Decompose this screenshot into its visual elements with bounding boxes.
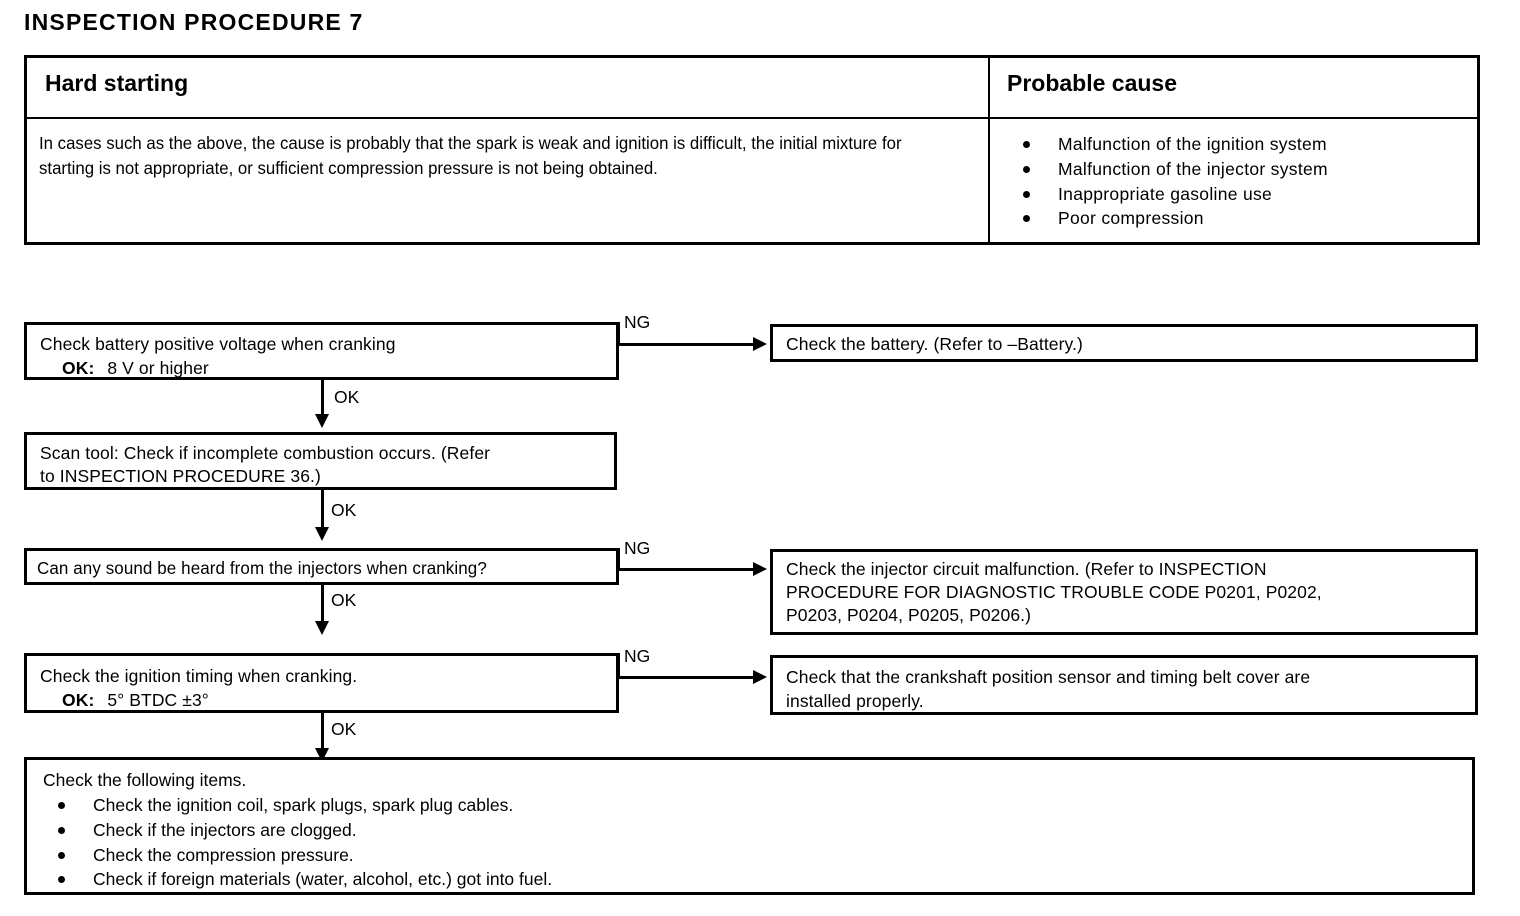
flow-ng-box-check-battery: Check the battery. (Refer to –Battery.) [770, 324, 1478, 362]
symptom-description-text: In cases such as the above, the cause is… [39, 133, 902, 178]
ng-connector-1-stub [617, 322, 620, 345]
flow-step-scan-tool: Scan tool: Check if incomplete combustio… [24, 432, 617, 490]
flow-ng-box-crankshaft-sensor-line2: installed properly. [786, 691, 924, 711]
flow-step-battery-voltage-line1: Check battery positive voltage when cran… [40, 334, 396, 354]
flow-step-battery-voltage: Check battery positive voltage when cran… [24, 322, 619, 380]
table-header-divider [27, 117, 1477, 119]
symptom-column-header: Hard starting [45, 70, 189, 96]
ok-connector-4-line [321, 713, 324, 755]
ok-label: OK: [62, 358, 95, 378]
symptom-table: Hard starting Probable cause In cases su… [24, 55, 1480, 245]
flow-ng-box-injector-circuit: Check the injector circuit malfunction. … [770, 549, 1478, 635]
flow-step-ignition-timing-ok: OK: 5° BTDC ±3° [40, 688, 209, 712]
ng-connector-2-arrowhead [753, 562, 767, 576]
ok-value: 8 V or higher [107, 358, 209, 378]
ng-label-2: NG [624, 538, 651, 558]
ng-label-3: NG [624, 646, 651, 666]
ok-label: OK: [62, 690, 95, 710]
flow-ng-box-injector-circuit-line1: Check the injector circuit malfunction. … [786, 559, 1267, 579]
ok-value: 5° BTDC ±3° [107, 690, 209, 710]
ok-label-4: OK [331, 719, 357, 739]
flow-ng-box-check-battery-line1: Check the battery. (Refer to –Battery.) [786, 334, 1083, 354]
ng-connector-3-stub [617, 653, 620, 679]
flow-ng-box-injector-circuit-line2: PROCEDURE FOR DIAGNOSTIC TROUBLE CODE P0… [786, 582, 1322, 602]
list-item: Check if foreign materials (water, alcoh… [43, 867, 552, 892]
table-column-divider [988, 58, 990, 242]
list-item: Check the compression pressure. [43, 843, 552, 868]
ng-connector-3-arrowhead [753, 670, 767, 684]
ok-label-2: OK [331, 500, 357, 520]
ok-connector-2-line [321, 490, 324, 532]
list-item: Poor compression [1013, 206, 1473, 231]
probable-cause-list: Malfunction of the ignition system Malfu… [1013, 132, 1473, 231]
flow-step-scan-tool-line2: to INSPECTION PROCEDURE 36.) [40, 466, 321, 486]
page-title: INSPECTION PROCEDURE 7 [24, 9, 364, 35]
probable-cause-column-header: Probable cause [1007, 70, 1178, 96]
ng-connector-2-line [617, 568, 757, 571]
ng-connector-1-line [617, 343, 757, 346]
ok-connector-2-arrowhead [315, 527, 329, 541]
list-item: Inappropriate gasoline use [1013, 182, 1473, 207]
ok-label-1: OK [334, 387, 360, 407]
list-item: Check if the injectors are clogged. [43, 818, 552, 843]
flow-ng-box-crankshaft-sensor-line1: Check that the crankshaft position senso… [786, 667, 1311, 687]
flow-step-ignition-timing: Check the ignition timing when cranking.… [24, 653, 619, 713]
list-item: Check the ignition coil, spark plugs, sp… [43, 793, 552, 818]
flow-step-battery-voltage-ok: OK: 8 V or higher [40, 356, 209, 380]
ng-connector-2-stub [617, 548, 620, 570]
ng-label-1: NG [624, 312, 651, 332]
final-checklist-intro: Check the following items. [43, 770, 247, 790]
ng-connector-3-line [617, 676, 757, 679]
ok-connector-3-arrowhead [315, 621, 329, 635]
ok-label-3: OK [331, 590, 357, 610]
ok-connector-1-line [321, 380, 324, 420]
flow-ng-box-injector-circuit-line3: P0203, P0204, P0205, P0206.) [786, 605, 1032, 625]
flow-ng-box-crankshaft-sensor: Check that the crankshaft position senso… [770, 655, 1478, 715]
flow-step-ignition-timing-line1: Check the ignition timing when cranking. [40, 666, 358, 686]
list-item: Malfunction of the ignition system [1013, 132, 1473, 157]
flow-step-scan-tool-line1: Scan tool: Check if incomplete combustio… [40, 443, 491, 463]
ng-connector-1-arrowhead [753, 337, 767, 351]
flow-step-injector-sound-line1: Can any sound be heard from the injector… [37, 558, 487, 578]
flow-step-injector-sound: Can any sound be heard from the injector… [24, 548, 619, 585]
ok-connector-3-line [321, 585, 324, 627]
flow-final-checklist-box: Check the following items. Check the ign… [24, 757, 1475, 895]
ok-connector-1-arrowhead [315, 414, 329, 428]
list-item: Malfunction of the injector system [1013, 157, 1473, 182]
final-checklist-list: Check the ignition coil, spark plugs, sp… [43, 793, 552, 892]
